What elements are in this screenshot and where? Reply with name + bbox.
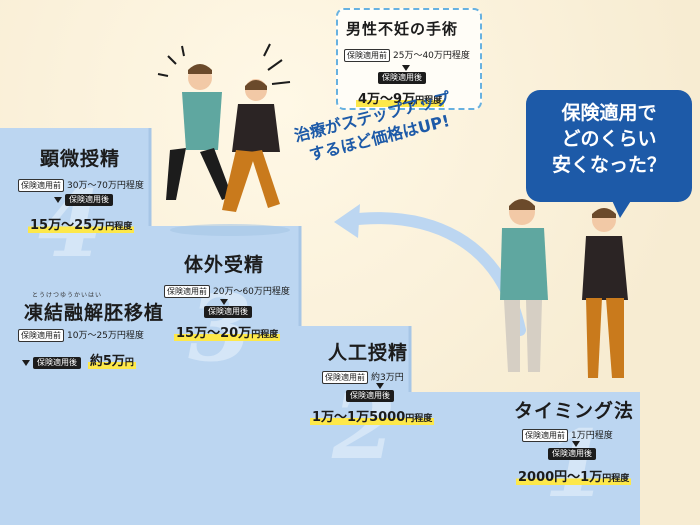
male-surgery-title: 男性不妊の手術	[346, 20, 459, 38]
frozen-title: 凍結融解胚移植	[24, 302, 165, 324]
step2-after-label: 保険適用後	[346, 382, 394, 402]
progress-arrow-head	[334, 204, 360, 238]
speech-bubble-tail	[610, 196, 634, 218]
step3-after-label: 保険適用後	[204, 298, 252, 318]
step4-after-label: 保険適用後	[54, 194, 113, 206]
step2-after-price: 1万～1万5000円程度	[310, 410, 435, 425]
after-tag: 保険適用後	[378, 72, 426, 84]
step1-after-price: 2000円～1万円程度	[516, 470, 632, 485]
step4-title: 顕微授精	[40, 148, 121, 170]
step1-title: タイミング法	[514, 400, 635, 422]
male-surgery-after-price: 4万～9万円程度	[356, 92, 445, 107]
step2-before: 保険適用前約3万円	[322, 370, 404, 384]
progress-arrow	[342, 212, 526, 336]
down-arrow-icon	[402, 65, 410, 71]
step3-after-price: 15万～20万円程度	[174, 326, 281, 341]
stair-shape	[0, 128, 640, 525]
down-arrow-icon	[220, 299, 228, 305]
before-tag: 保険適用前	[344, 49, 390, 62]
frozen-ruby: とうけつゆうかいはい	[32, 292, 103, 299]
step3-title: 体外受精	[184, 254, 265, 276]
male-surgery-after: 保険適用後	[378, 64, 426, 84]
down-arrow-icon	[376, 383, 384, 389]
frozen-after: 保険適用後 約5万円	[22, 350, 136, 369]
standing-couple-illustration	[500, 199, 628, 378]
step2-title: 人工授精	[328, 342, 409, 364]
down-arrow-icon	[572, 441, 580, 447]
step1-after-label: 保険適用後	[548, 440, 596, 460]
speech-bubble	[526, 90, 692, 202]
right-arrow-icon	[22, 359, 30, 366]
stair-edges	[148, 128, 412, 392]
down-arrow-icon	[54, 196, 62, 203]
jumping-couple-illustration	[166, 64, 290, 236]
step4-after-price: 15万～25万円程度	[28, 218, 135, 233]
speech-bubble-text: 保険適用でどのくらい安くなった？	[551, 102, 666, 176]
sparkle-lines	[157, 43, 291, 85]
